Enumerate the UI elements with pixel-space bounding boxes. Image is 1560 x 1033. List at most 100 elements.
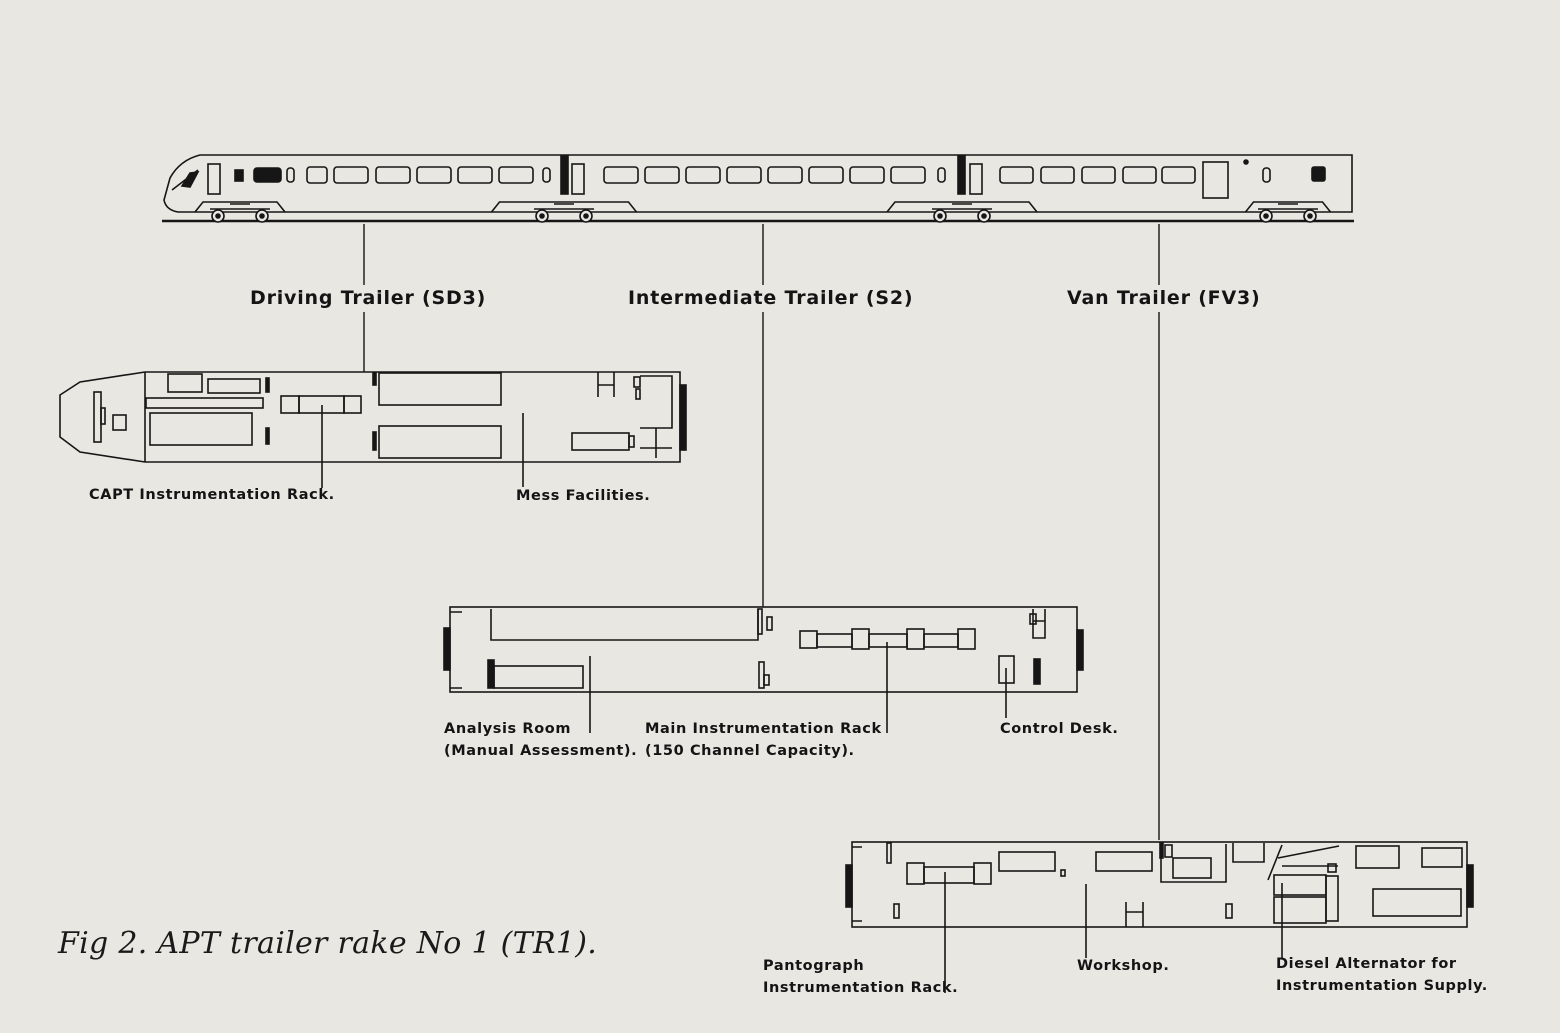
gangway-end [443,627,451,671]
fitting [766,616,773,631]
partition [265,427,270,445]
wheel-hub-icon [937,213,943,219]
partition [640,428,672,458]
bogie-axle [534,203,594,210]
window-icon [1081,166,1116,184]
window-icon [603,166,639,184]
train-body-outline [163,154,1353,213]
small-window-icon [1262,167,1271,183]
cooker [571,432,630,451]
fitting [893,903,900,919]
analysis-room-line-1: Analysis Room [444,721,572,737]
window-icon [849,166,885,184]
car-outline [59,371,681,463]
small-window-icon [542,167,551,183]
end-detail [852,846,862,922]
small-window-icon [286,167,295,183]
fitting [1327,863,1337,873]
bogie-frame [490,201,638,213]
van-door-icon [1202,161,1229,199]
intermediate-trailer-label: Intermediate Trailer (S2) [628,287,914,309]
partition [265,377,270,393]
rack-unit [973,862,992,885]
rack-unit [923,866,975,884]
wheel-hub-icon [259,213,265,219]
window-icon [498,166,534,184]
bench [998,851,1056,872]
window-icon [333,166,369,184]
cooker-handle [628,435,635,448]
cab-desk [93,391,102,443]
tail-light [1311,166,1326,182]
cabinet [1421,847,1463,868]
fitting [635,388,641,400]
window-icon [999,166,1034,184]
main-rack-line-1: Main Instrumentation Rack [645,721,882,737]
kitchen-unit [640,375,673,429]
rack-unit [799,630,818,649]
cubicle-inner [1172,857,1212,879]
partition [886,842,892,864]
driving-trailer-plan [59,371,687,488]
door-icon [571,163,585,195]
wheel-hub-icon [583,213,589,219]
window-icon [1122,166,1157,184]
partition [1033,658,1041,685]
end-detail [450,611,462,689]
window-icon [767,166,803,184]
desk [493,665,584,689]
van-trailer-label: Van Trailer (FV3) [1067,287,1261,309]
partition [372,431,377,451]
main-rack-label: Main Instrumentation Rack (150 Channel C… [645,718,882,762]
analysis-room-line-2: (Manual Assessment). [444,743,638,759]
main-rack-line-2: (150 Channel Capacity). [645,743,855,759]
table [378,425,502,459]
bogie-frame [1244,201,1332,213]
pantograph-rack-label: Pantograph Instrumentation Rack. [763,955,958,999]
rack-unit [280,395,300,414]
driving-trailer-label: Driving Trailer (SD3) [250,287,487,309]
intermediate-trailer-plan [443,606,1084,733]
rack-unit [343,395,362,414]
capt-rack-label: CAPT Instrumentation Rack. [89,487,335,503]
partition [487,659,495,689]
cab-window [180,171,200,188]
fitting [1060,869,1066,877]
pantograph-line-1: Pantograph [763,958,865,974]
rack-unit [957,628,976,650]
wheel-hub-icon [215,213,221,219]
wheel-hub-icon [1307,213,1313,219]
door-icon [969,163,983,195]
analysis-bench [490,609,759,641]
diesel-alternator-label: Diesel Alternator for Instrumentation Su… [1276,953,1488,997]
bogie-axle [932,203,992,210]
bogie-axle [1258,203,1318,210]
stool-icon [1125,902,1144,927]
window-icon [1040,166,1075,184]
gangway-end [1466,864,1474,908]
alternator-end [1325,875,1339,922]
chair-icon [597,372,615,397]
van-trailer-plan [845,841,1474,993]
table [378,372,502,406]
cabinet [1355,845,1400,869]
fitting [1225,903,1233,919]
fitting [633,376,641,388]
rack-unit [851,628,870,650]
partition [1159,842,1164,859]
bogie-frame [886,201,1038,213]
wheel-hub-icon [1263,213,1269,219]
gangway-2 [957,155,966,195]
window-icon [808,166,844,184]
dark-window [253,167,282,183]
fitting [763,674,770,686]
window-icon [457,166,493,184]
window-icon [685,166,721,184]
seat-icon [112,414,127,431]
window-icon [644,166,680,184]
rack-unit [816,633,853,648]
lamp-mark [1243,159,1249,165]
diesel-line-1: Diesel Alternator for [1276,956,1457,972]
bogie-axle [210,203,270,210]
